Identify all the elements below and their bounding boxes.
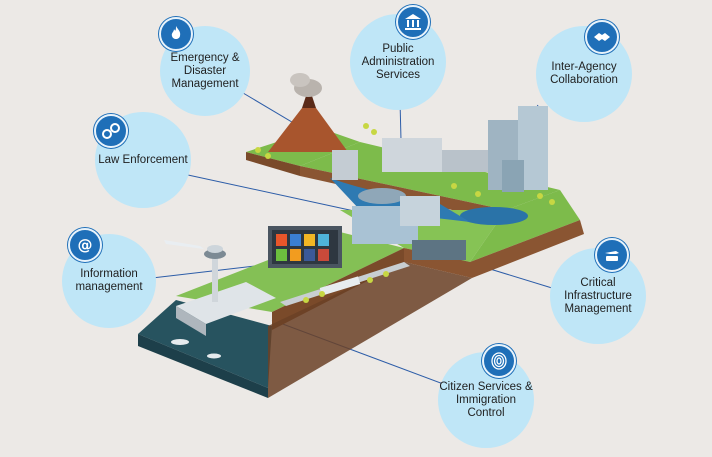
law-label: Law Enforcement — [98, 153, 188, 166]
government-building-icon — [396, 5, 430, 39]
inter-agency-label: Inter-Agency Collaboration — [550, 61, 618, 86]
public-admin-label: Public Administration Services — [361, 42, 435, 81]
emergency-label: Emergency & Disaster Management — [170, 51, 240, 90]
at-sign-icon: @ — [68, 228, 102, 262]
fingerprint-icon — [482, 344, 516, 378]
law-bubble: Law Enforcement — [95, 112, 191, 208]
fire-icon — [159, 17, 193, 51]
citizen-bubble: Citizen Services & Immigration Control — [438, 352, 534, 448]
information-label: Information management — [75, 268, 143, 293]
island-base — [138, 73, 584, 398]
train-plane-icon — [595, 238, 629, 272]
inter-agency-bubble: Inter-Agency Collaboration — [536, 26, 632, 122]
critical-label: Critical Infrastructure Management — [564, 276, 632, 315]
svg-text:@: @ — [78, 236, 93, 254]
citizen-label: Citizen Services & Immigration Control — [439, 380, 533, 419]
handcuffs-icon — [94, 114, 128, 148]
handshake-icon — [585, 20, 619, 54]
